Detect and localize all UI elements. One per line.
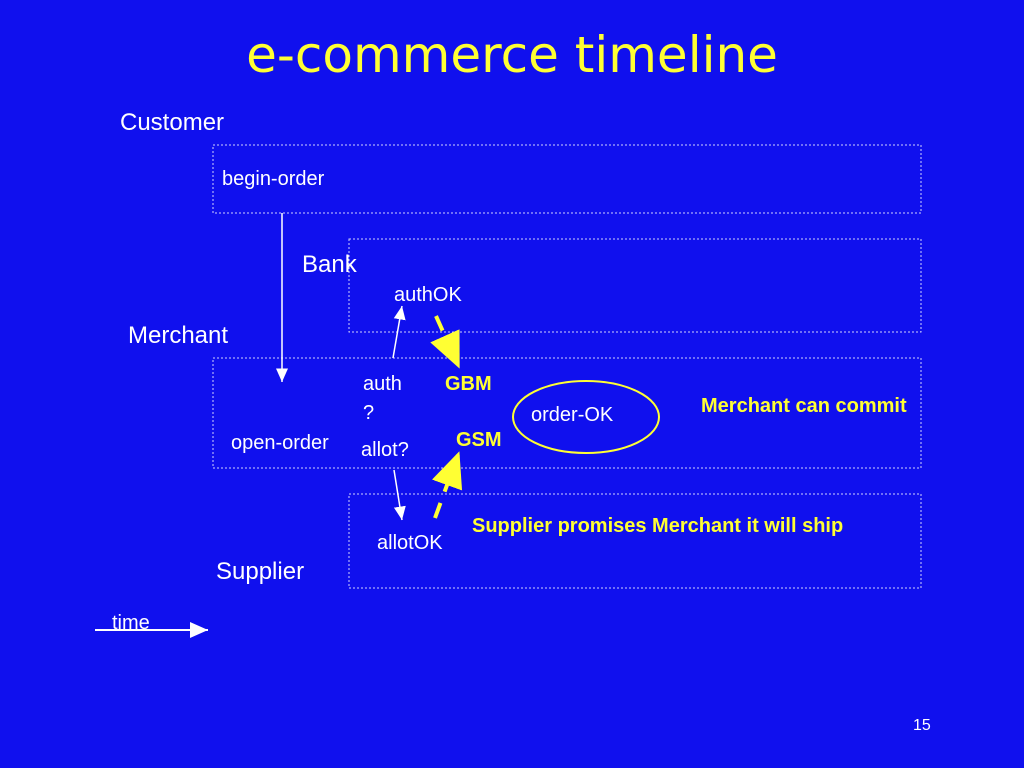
allot-request-arrow	[393, 469, 406, 521]
supplier-label: Supplier	[216, 558, 305, 585]
open-order-event: open-order	[231, 432, 329, 454]
time-label: time	[112, 612, 150, 634]
gsm-arrow	[431, 451, 463, 519]
allot-ok-event: allotOK	[377, 532, 443, 554]
auth-ok-event: authOK	[394, 284, 462, 306]
supplier-lane-box	[348, 493, 922, 589]
gsm-message-label: GSM	[456, 429, 502, 451]
page-title: e-commerce timeline	[246, 26, 778, 84]
merchant-commit-note: Merchant can commit	[701, 395, 907, 417]
bank-lane-box	[348, 238, 922, 333]
gbm-arrow	[430, 315, 460, 369]
allot-request-event: allot?	[361, 439, 409, 461]
order-ok-ellipse	[512, 380, 660, 454]
gbm-message-label: GBM	[445, 373, 492, 395]
begin-order-event: begin-order	[222, 168, 325, 190]
auth-request-arrow	[392, 305, 406, 359]
supplier-promise-note: Supplier promises Merchant it will ship	[472, 515, 844, 537]
auth-request-event: auth ?	[363, 373, 402, 424]
customer-label: Customer	[120, 109, 225, 136]
page-number: 15	[913, 717, 931, 734]
order-ok-event: order-OK	[531, 404, 614, 426]
customer-lane-box	[212, 144, 922, 214]
bank-label: Bank	[302, 251, 357, 278]
merchant-lane-box	[212, 357, 922, 469]
merchant-label: Merchant	[128, 322, 229, 349]
